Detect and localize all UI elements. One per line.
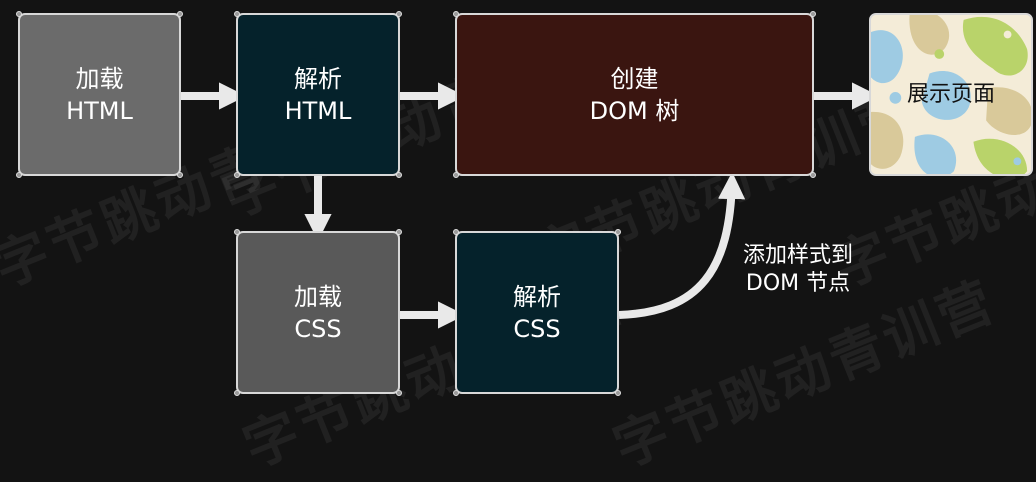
- edge-label-apply-styles: 添加样式到 DOM 节点: [718, 242, 878, 298]
- edge-label-line1: 添加样式到: [742, 243, 853, 268]
- arrow-parse-css-to-dom: [618, 171, 746, 319]
- edge-label-line2: DOM 节点: [745, 271, 851, 296]
- node-parse-css-line2: CSS: [513, 314, 561, 343]
- node-load-html: 加载 HTML: [16, 11, 183, 178]
- node-build-dom-line2: DOM 树: [589, 96, 680, 125]
- node-load-css: 加载 CSS: [234, 229, 402, 396]
- node-parse-html-line2: HTML: [284, 96, 352, 125]
- node-load-html-line1: 加载: [75, 64, 124, 93]
- node-build-dom-line1: 创建: [610, 64, 659, 93]
- node-build-dom: 创建 DOM 树: [453, 11, 816, 178]
- node-parse-html: 解析 HTML: [234, 11, 402, 178]
- node-parse-css-line1: 解析: [513, 282, 561, 311]
- diagram-canvas: 字节跳动青训营 字节跳动青训营 字节跳动青训营 字节跳动青训营 字节跳动青训营 …: [0, 11, 1036, 479]
- node-parse-css: 解析 CSS: [453, 229, 621, 396]
- node-load-html-line2: HTML: [66, 96, 133, 125]
- node-render-page: 展示页面: [869, 13, 1033, 176]
- node-parse-html-line1: 解析: [293, 64, 342, 93]
- node-load-css-line1: 加载: [294, 282, 342, 311]
- node-render-page-label: 展示页面: [906, 81, 995, 107]
- page-pattern-image: [871, 15, 1031, 174]
- node-load-css-line2: CSS: [294, 314, 342, 343]
